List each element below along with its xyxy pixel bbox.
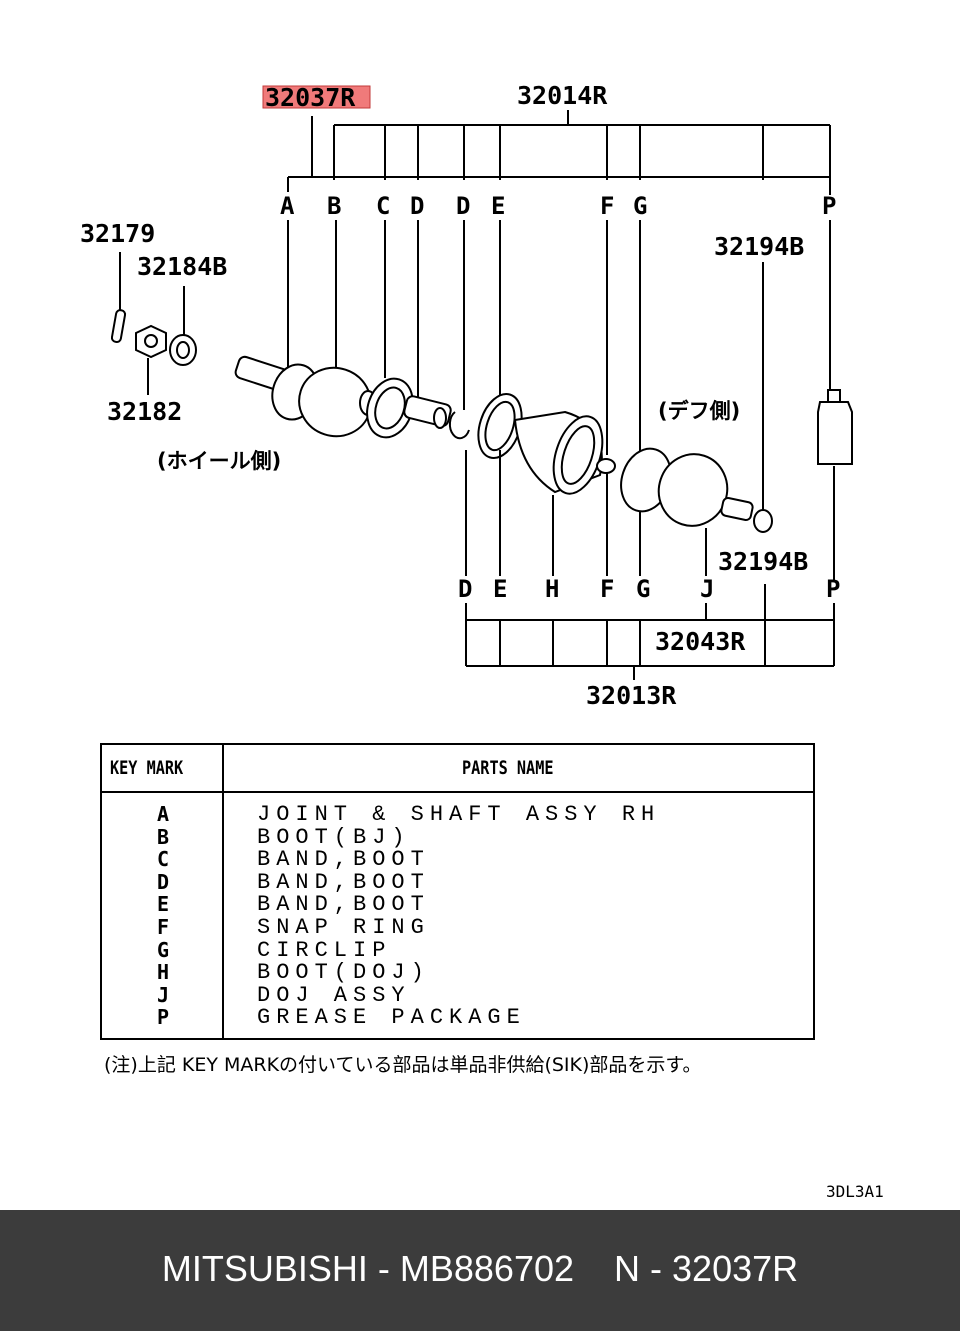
highlight-box <box>262 85 371 109</box>
table-row: G CIRCLIP <box>102 937 813 963</box>
footer-brand: MITSUBISHI <box>161 1248 368 1289</box>
table-row: A JOINT & SHAFT ASSY RH <box>102 802 813 827</box>
footer-bar: MITSUBISHI - MB886702 N - 32037R <box>0 1210 960 1331</box>
part-number-32014R[interactable]: 32014R <box>517 81 608 110</box>
row-key: J <box>156 982 170 1007</box>
column-divider <box>222 745 224 1038</box>
diff-side-label: (デフ側) <box>658 399 740 423</box>
key-label-G: G <box>636 575 650 603</box>
header-key-mark: KEY MARK <box>110 757 184 779</box>
row-name: SNAP RING <box>257 915 430 940</box>
row-key: H <box>156 960 170 985</box>
part-number-32184B[interactable]: 32184B <box>137 252 227 281</box>
key-label-F: F <box>600 575 614 603</box>
part-number-32037R[interactable]: 32037R <box>265 83 356 112</box>
spring-pin-shape <box>110 309 127 343</box>
key-label-C: C <box>376 192 390 220</box>
exploded-parts-diagram: 32037R 32014R A B C D D E F G P <box>80 81 853 710</box>
row-key: D <box>156 869 170 894</box>
key-label-D: D <box>458 575 472 603</box>
key-label-F: F <box>600 192 614 220</box>
row-name: GREASE PACKAGE <box>257 1005 526 1031</box>
table-row: B BOOT(BJ) <box>102 824 813 850</box>
footnote: (注)上記 KEY MARKの付いている部品は単品非供給(SIK)部品を示す。 <box>104 1054 702 1076</box>
header-parts-name: PARTS NAME <box>462 757 554 779</box>
footer-part-number: MB886702 <box>399 1248 575 1289</box>
key-label-J: J <box>700 575 714 603</box>
wheel-side-label: (ホイール側) <box>157 449 281 473</box>
upper-bracket <box>287 110 831 195</box>
part-number-32013R[interactable]: 32013R <box>586 681 677 710</box>
key-label-D: D <box>410 192 424 220</box>
row-name: CIRCLIP <box>257 937 392 963</box>
top-key-letters: A B C D D E F G P <box>280 192 836 220</box>
row-name: BOOT(DOJ) <box>257 960 430 986</box>
row-key: B <box>156 824 170 849</box>
row-key: G <box>156 937 170 962</box>
doj-assy-shape <box>657 453 729 527</box>
table-row: D BAND,BOOT <box>102 869 813 895</box>
row-name: BAND,BOOT <box>257 892 430 918</box>
part-number-32043R[interactable]: 32043R <box>655 627 746 656</box>
washer-shape <box>169 334 197 366</box>
band-boot-d <box>448 411 470 440</box>
part-number-32194B-top[interactable]: 32194B <box>714 232 804 261</box>
nut-shape <box>135 324 167 359</box>
key-label-G: G <box>633 192 647 220</box>
drive-shaft-assembly <box>234 355 773 533</box>
key-label-H: H <box>545 575 559 603</box>
key-label-E: E <box>493 575 507 603</box>
diagram-code: 3DL3A1 <box>826 1182 884 1201</box>
table-row: F SNAP RING <box>102 915 813 940</box>
row-key: C <box>156 847 170 872</box>
row-key: F <box>156 915 170 939</box>
table-row: J DOJ ASSY <box>102 982 813 1008</box>
key-label-P: P <box>822 192 836 220</box>
footer-ref: N - 32037R <box>614 1248 799 1289</box>
key-label-D: D <box>456 192 470 220</box>
part-number-32194B-bottom[interactable]: 32194B <box>718 547 808 576</box>
key-label-A: A <box>280 192 295 220</box>
row-name: BAND,BOOT <box>257 847 430 873</box>
key-label-P: P <box>826 575 840 603</box>
row-name: JOINT & SHAFT ASSY RH <box>257 802 661 827</box>
grease-package-shape <box>817 389 853 465</box>
bottom-leader-lines <box>465 450 707 576</box>
row-name: BAND,BOOT <box>257 869 430 895</box>
key-label-E: E <box>491 192 505 220</box>
footer-text: MITSUBISHI - MB886702 N - 32037R <box>161 1248 799 1289</box>
row-key: E <box>156 892 170 917</box>
table-row: C BAND,BOOT <box>102 847 813 873</box>
row-name: DOJ ASSY <box>257 982 411 1008</box>
bottom-key-letters: D E H F G J P <box>458 575 840 603</box>
part-number-32179[interactable]: 32179 <box>80 219 155 248</box>
row-key: A <box>156 802 170 826</box>
row-name: BOOT(BJ) <box>257 824 411 850</box>
table-row: P GREASE PACKAGE <box>102 1005 813 1031</box>
row-key: P <box>156 1005 170 1030</box>
parts-table: KEY MARK PARTS NAME A JOINT & SHAFT ASSY … <box>100 743 815 1040</box>
header-divider <box>102 791 813 793</box>
top-leader-lines <box>287 220 831 512</box>
table-row: H BOOT(DOJ) <box>102 960 813 986</box>
part-number-32182[interactable]: 32182 <box>107 397 182 426</box>
table-row: E BAND,BOOT <box>102 892 813 918</box>
key-label-B: B <box>327 192 341 220</box>
snap-ring-shape <box>596 458 616 474</box>
clip-shape <box>753 509 773 533</box>
lower-bracket <box>465 584 835 680</box>
